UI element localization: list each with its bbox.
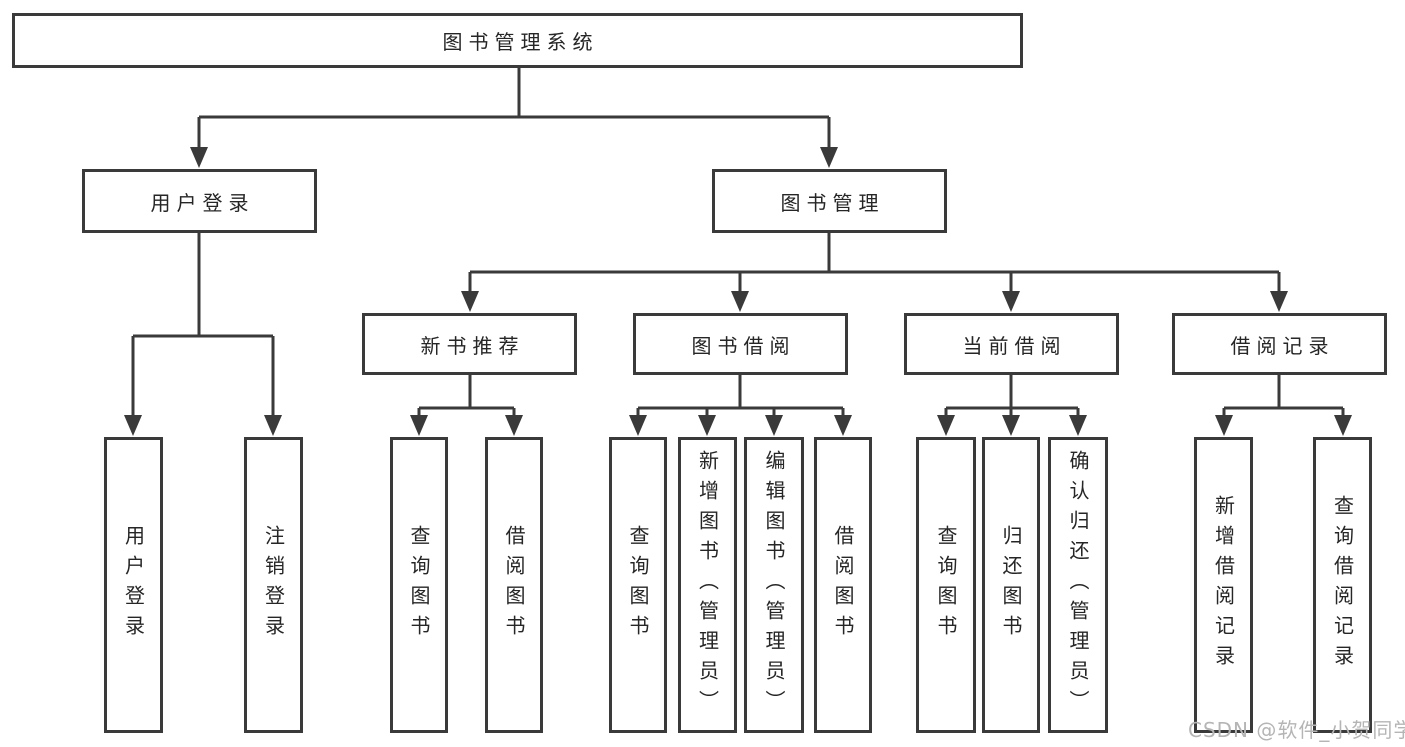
- node-label: 新书推荐: [420, 333, 525, 358]
- node-new-book-recommendation: 新书推荐: [362, 313, 577, 375]
- leaf-label: 用户登录: [121, 525, 146, 645]
- leaf-query-books-recommend: 查询图书: [390, 437, 448, 733]
- leaf-add-book-admin: 新增图书（管理员）: [678, 437, 737, 733]
- leaf-label: 借阅图书: [831, 525, 855, 645]
- node-label: 借阅记录: [1230, 333, 1335, 358]
- node-current-borrowing: 当前借阅: [904, 313, 1119, 375]
- node-label: 图书借阅: [691, 333, 796, 358]
- leaf-label: 查询图书: [626, 525, 650, 645]
- node-label: 当前借阅: [962, 333, 1067, 358]
- leaf-query-books-current: 查询图书: [916, 437, 976, 733]
- leaf-label: 归还图书: [999, 525, 1023, 645]
- leaf-user-login: 用户登录: [104, 437, 163, 733]
- leaf-label: 查询图书: [934, 525, 958, 645]
- leaf-borrow-books-recommend: 借阅图书: [485, 437, 543, 733]
- watermark-text: CSDN @软件_小贺同学: [1188, 718, 1405, 742]
- node-borrowing-records: 借阅记录: [1172, 313, 1387, 375]
- leaf-return-books: 归还图书: [982, 437, 1040, 733]
- node-book-borrowing: 图书借阅: [633, 313, 848, 375]
- leaf-label: 注销登录: [261, 525, 286, 645]
- leaf-label: 查询图书: [407, 525, 431, 645]
- node-book-management: 图书管理: [712, 169, 947, 233]
- node-library-management-system: 图书管理系统: [12, 13, 1023, 68]
- node-label: 图书管理: [780, 190, 885, 215]
- leaf-label: 新增借阅记录: [1211, 495, 1236, 675]
- leaf-label: 查询借阅记录: [1330, 495, 1355, 675]
- node-label: 用户登录: [150, 190, 255, 215]
- node-user-login: 用户登录: [82, 169, 317, 233]
- leaf-query-books-borrowing: 查询图书: [609, 437, 667, 733]
- leaf-logout: 注销登录: [244, 437, 303, 733]
- node-label: 图书管理系统: [442, 30, 599, 54]
- leaf-edit-book-admin: 编辑图书（管理员）: [744, 437, 804, 733]
- leaf-label: 借阅图书: [502, 525, 526, 645]
- leaf-add-borrow-record: 新增借阅记录: [1194, 437, 1253, 733]
- leaf-label: 确认归还（管理员）: [1066, 450, 1090, 720]
- leaf-label: 新增图书（管理员）: [695, 450, 720, 720]
- leaf-label: 编辑图书（管理员）: [762, 450, 786, 720]
- leaf-query-borrow-record: 查询借阅记录: [1313, 437, 1372, 733]
- leaf-borrow-books-borrowing: 借阅图书: [814, 437, 872, 733]
- leaf-confirm-return-admin: 确认归还（管理员）: [1048, 437, 1108, 733]
